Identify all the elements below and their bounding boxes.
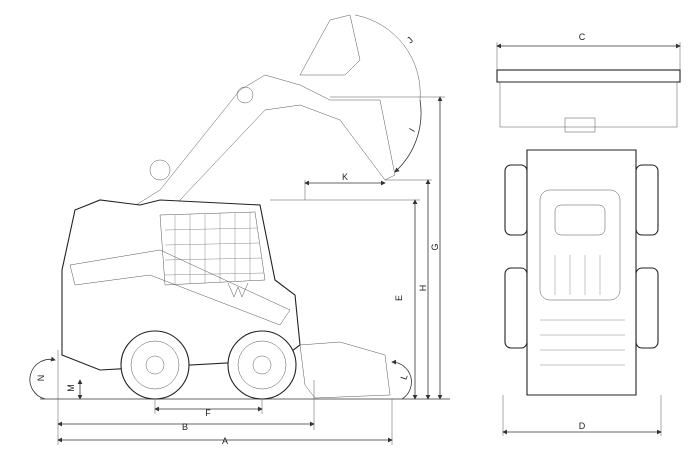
dim-label-k: K	[342, 172, 348, 182]
dim-label-b: B	[182, 422, 188, 432]
side-dimension-labels: A B F M N L E H G K I J	[36, 35, 440, 446]
front-bucket	[496, 69, 681, 83]
brand-logo	[227, 282, 249, 298]
lowered-bucket	[299, 341, 391, 399]
cab	[159, 211, 266, 286]
dim-label-f: F	[205, 408, 211, 418]
side-dimension-lines	[29, 96, 445, 445]
right-front-tire	[635, 164, 659, 236]
dim-label-i: I	[407, 126, 417, 133]
front-wheel	[227, 330, 297, 400]
front-view	[496, 69, 681, 396]
dump-arc	[354, 14, 421, 101]
raised-bucket-dump	[299, 14, 361, 76]
cab-roof	[539, 189, 621, 301]
right-rear-tire	[635, 267, 659, 349]
dim-label-m: M	[66, 384, 76, 392]
dim-label-c: C	[579, 32, 586, 42]
front-dimension-lines: C D	[496, 32, 681, 436]
dim-label-h: H	[418, 285, 428, 292]
lower-boom	[69, 249, 291, 326]
rear-wheel	[120, 330, 190, 400]
side-view	[40, 14, 450, 400]
dim-label-d: D	[579, 421, 586, 431]
dim-label-l: L	[398, 373, 409, 381]
dim-label-e: E	[394, 295, 404, 301]
dim-label-a: A	[222, 436, 228, 446]
dim-label-n: N	[36, 375, 46, 382]
left-rear-tire	[504, 267, 528, 349]
left-front-tire	[504, 164, 528, 236]
front-body	[526, 149, 637, 396]
raised-boom	[119, 74, 396, 231]
dim-label-g: G	[430, 243, 440, 250]
machine-body	[61, 199, 301, 371]
dim-label-j: J	[405, 35, 415, 45]
